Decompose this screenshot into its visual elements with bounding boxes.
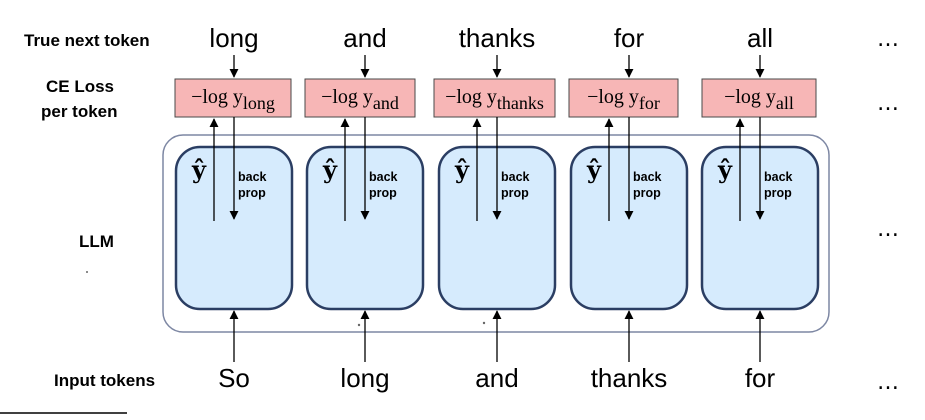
ce-loss-formula: −log yall (724, 86, 794, 113)
input-tokens-label: Input tokens (54, 371, 155, 390)
true-next-token-label: True next token (24, 31, 150, 50)
y-hat-label: ŷ (586, 155, 602, 184)
backprop-label-1: back (369, 170, 398, 184)
true-next-token: and (343, 23, 386, 53)
stray-dot (482, 321, 486, 325)
ce-loss-formula: −log yfor (587, 86, 660, 113)
ce-loss-prefix: −log y (191, 86, 243, 108)
ce-loss-box (701, 78, 817, 118)
input-token: and (475, 363, 518, 393)
stray-dot (357, 323, 361, 327)
true-next-token: long (209, 23, 258, 53)
backprop-label-1: back (501, 170, 530, 184)
ce-loss-label: CE Loss (46, 77, 114, 96)
ce-loss-subscript: and (373, 93, 399, 113)
ce-loss-formula: −log ylong (191, 86, 275, 113)
ce-loss-prefix: −log y (445, 86, 497, 108)
ce-loss-subscript: all (776, 93, 794, 113)
input-token: thanks (591, 363, 668, 393)
backprop-label-2: prop (369, 186, 397, 200)
true-next-token: all (747, 23, 773, 53)
backprop-label-1: back (764, 170, 793, 184)
backprop-label-2: prop (501, 186, 529, 200)
ellipsis-llm: … (877, 217, 899, 242)
ce-loss-box (304, 78, 416, 118)
ce-loss-formula: −log ythanks (445, 86, 544, 113)
ellipsis-loss: … (877, 91, 899, 116)
input-token: So (218, 363, 250, 393)
true-next-token: for (614, 23, 645, 53)
backprop-label-1: back (238, 170, 267, 184)
ce-loss-formula: −log yand (321, 86, 399, 113)
ce-loss-box (433, 78, 556, 118)
ce-loss-subscript: thanks (497, 93, 544, 113)
ellipsis-input: … (877, 370, 899, 395)
ce-loss-subscript: for (639, 93, 660, 113)
backprop-label-2: prop (238, 186, 266, 200)
backprop-label-2: prop (764, 186, 792, 200)
ce-loss-prefix: −log y (724, 86, 776, 108)
ce-loss-box (568, 78, 679, 118)
ce-loss-per-token-label: per token (41, 102, 118, 121)
true-next-token: thanks (459, 23, 536, 53)
ce-loss-prefix: −log y (587, 86, 639, 108)
y-hat-label: ŷ (191, 155, 207, 184)
ce-loss-subscript: long (243, 93, 275, 113)
llm-label: LLM (79, 232, 114, 251)
ce-loss-prefix: −log y (321, 86, 373, 108)
ellipsis-next: … (877, 27, 899, 52)
backprop-label-2: prop (633, 186, 661, 200)
backprop-label-1: back (633, 170, 662, 184)
y-hat-label: ŷ (717, 155, 733, 184)
input-token: for (745, 363, 776, 393)
y-hat-label: ŷ (322, 155, 338, 184)
input-token: long (340, 363, 389, 393)
y-hat-label: ŷ (454, 155, 470, 184)
stray-dot (86, 271, 88, 273)
ce-loss-box (174, 78, 292, 118)
